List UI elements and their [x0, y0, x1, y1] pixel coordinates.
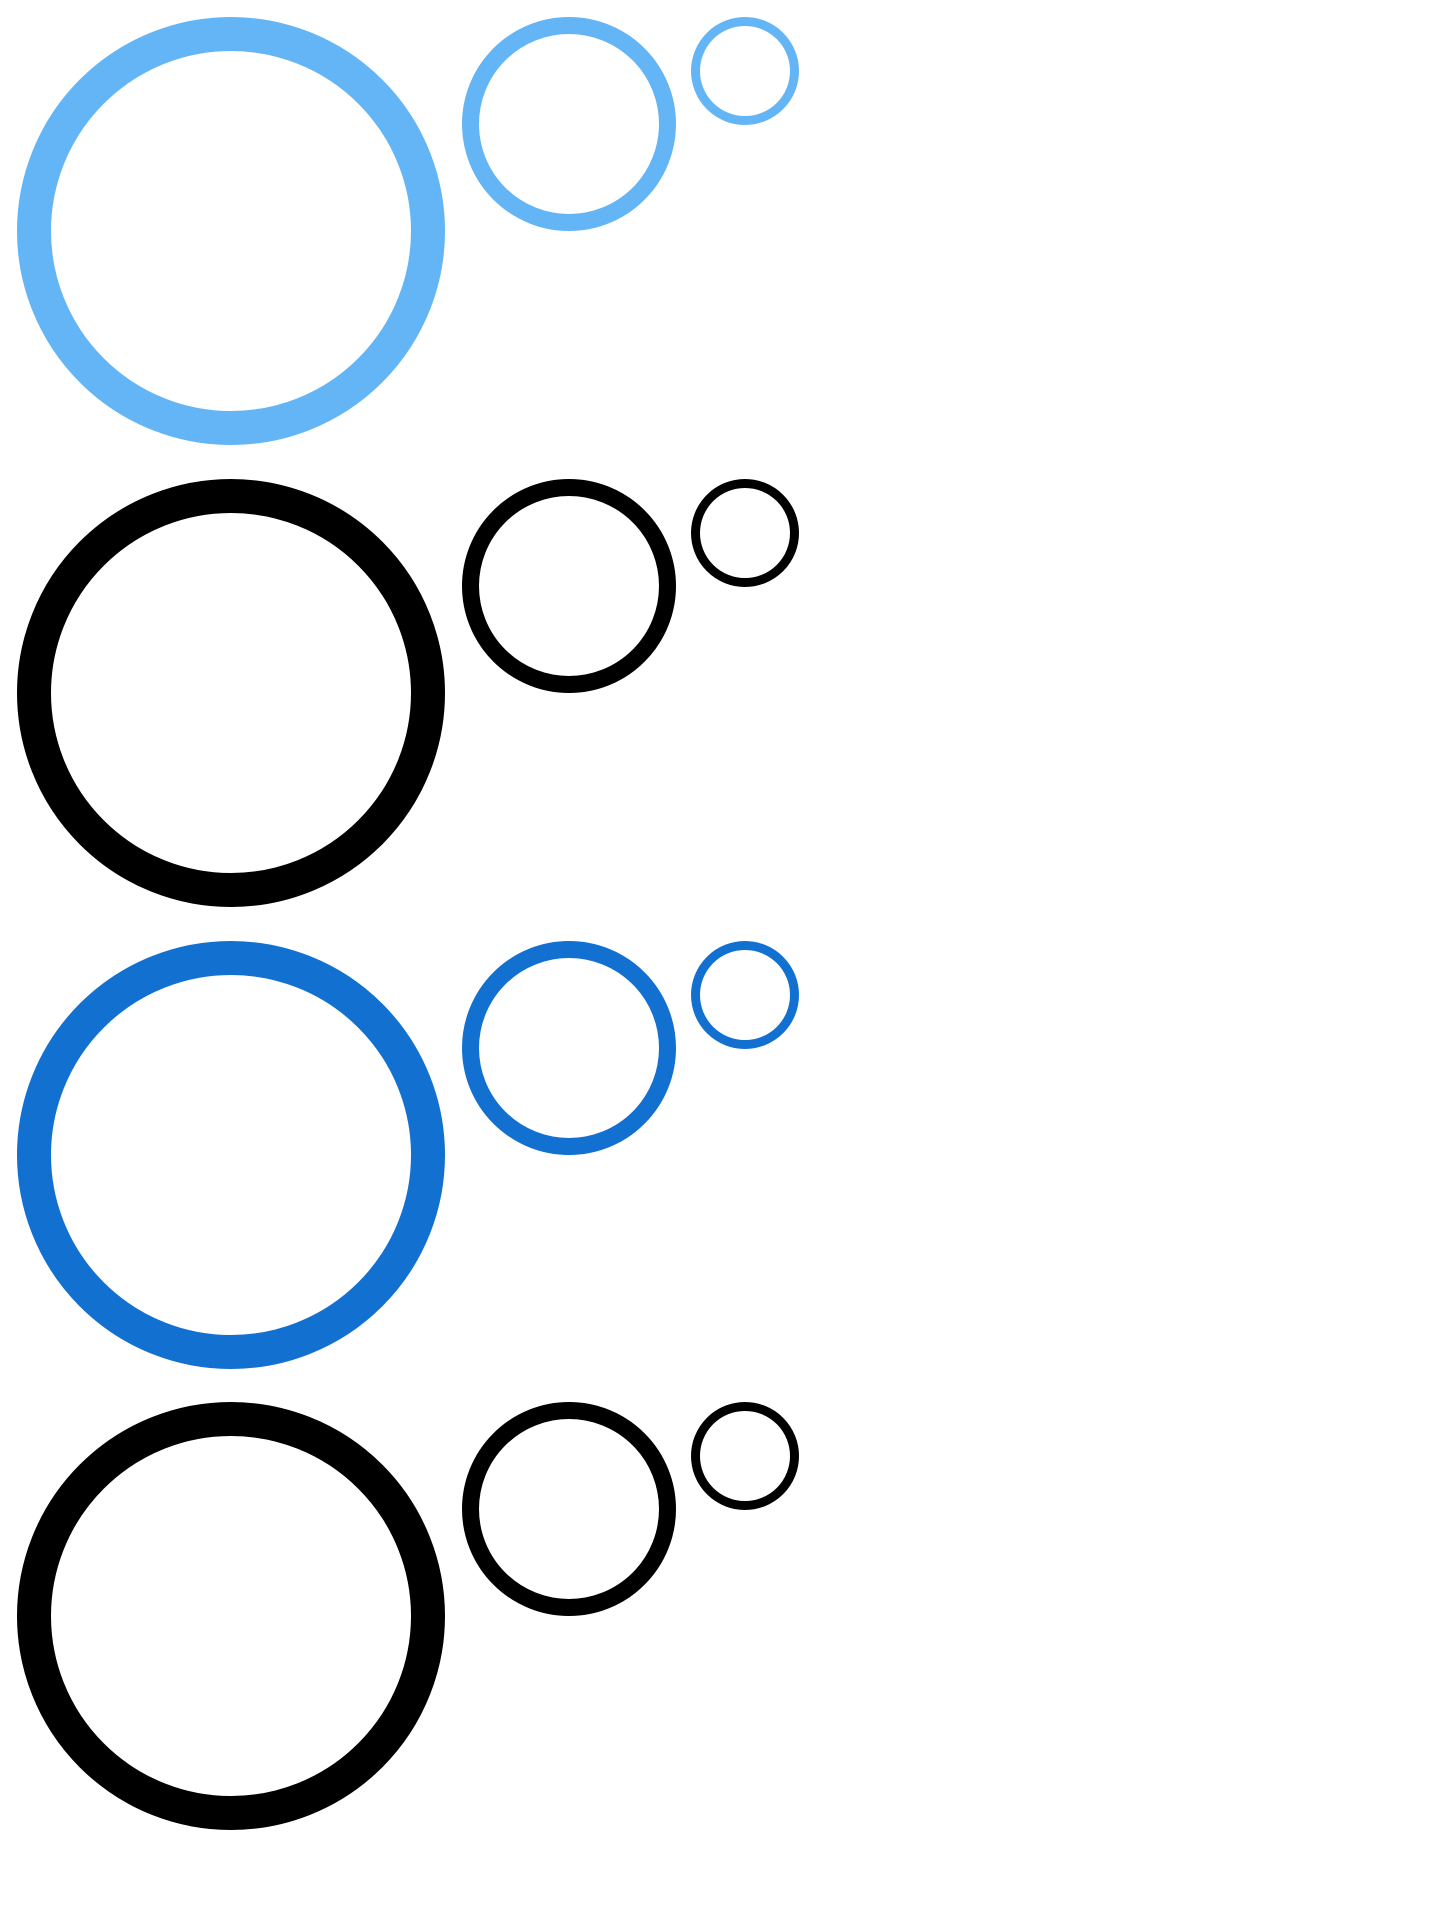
medium-ring-icon — [462, 941, 676, 1155]
large-ring-icon — [17, 1402, 445, 1830]
small-ring-icon — [691, 1402, 799, 1510]
medium-ring-icon — [462, 479, 676, 693]
ring-row-1 — [0, 0, 820, 445]
ring-row-3 — [0, 924, 820, 1369]
medium-ring-icon — [462, 1402, 676, 1616]
small-ring-icon — [691, 479, 799, 587]
small-ring-icon — [691, 17, 799, 125]
large-ring-icon — [17, 17, 445, 445]
ring-row-2 — [0, 462, 820, 907]
large-ring-icon — [17, 479, 445, 907]
medium-ring-icon — [462, 17, 676, 231]
large-ring-icon — [17, 941, 445, 1369]
ring-row-4 — [0, 1385, 820, 1830]
small-ring-icon — [691, 941, 799, 1049]
